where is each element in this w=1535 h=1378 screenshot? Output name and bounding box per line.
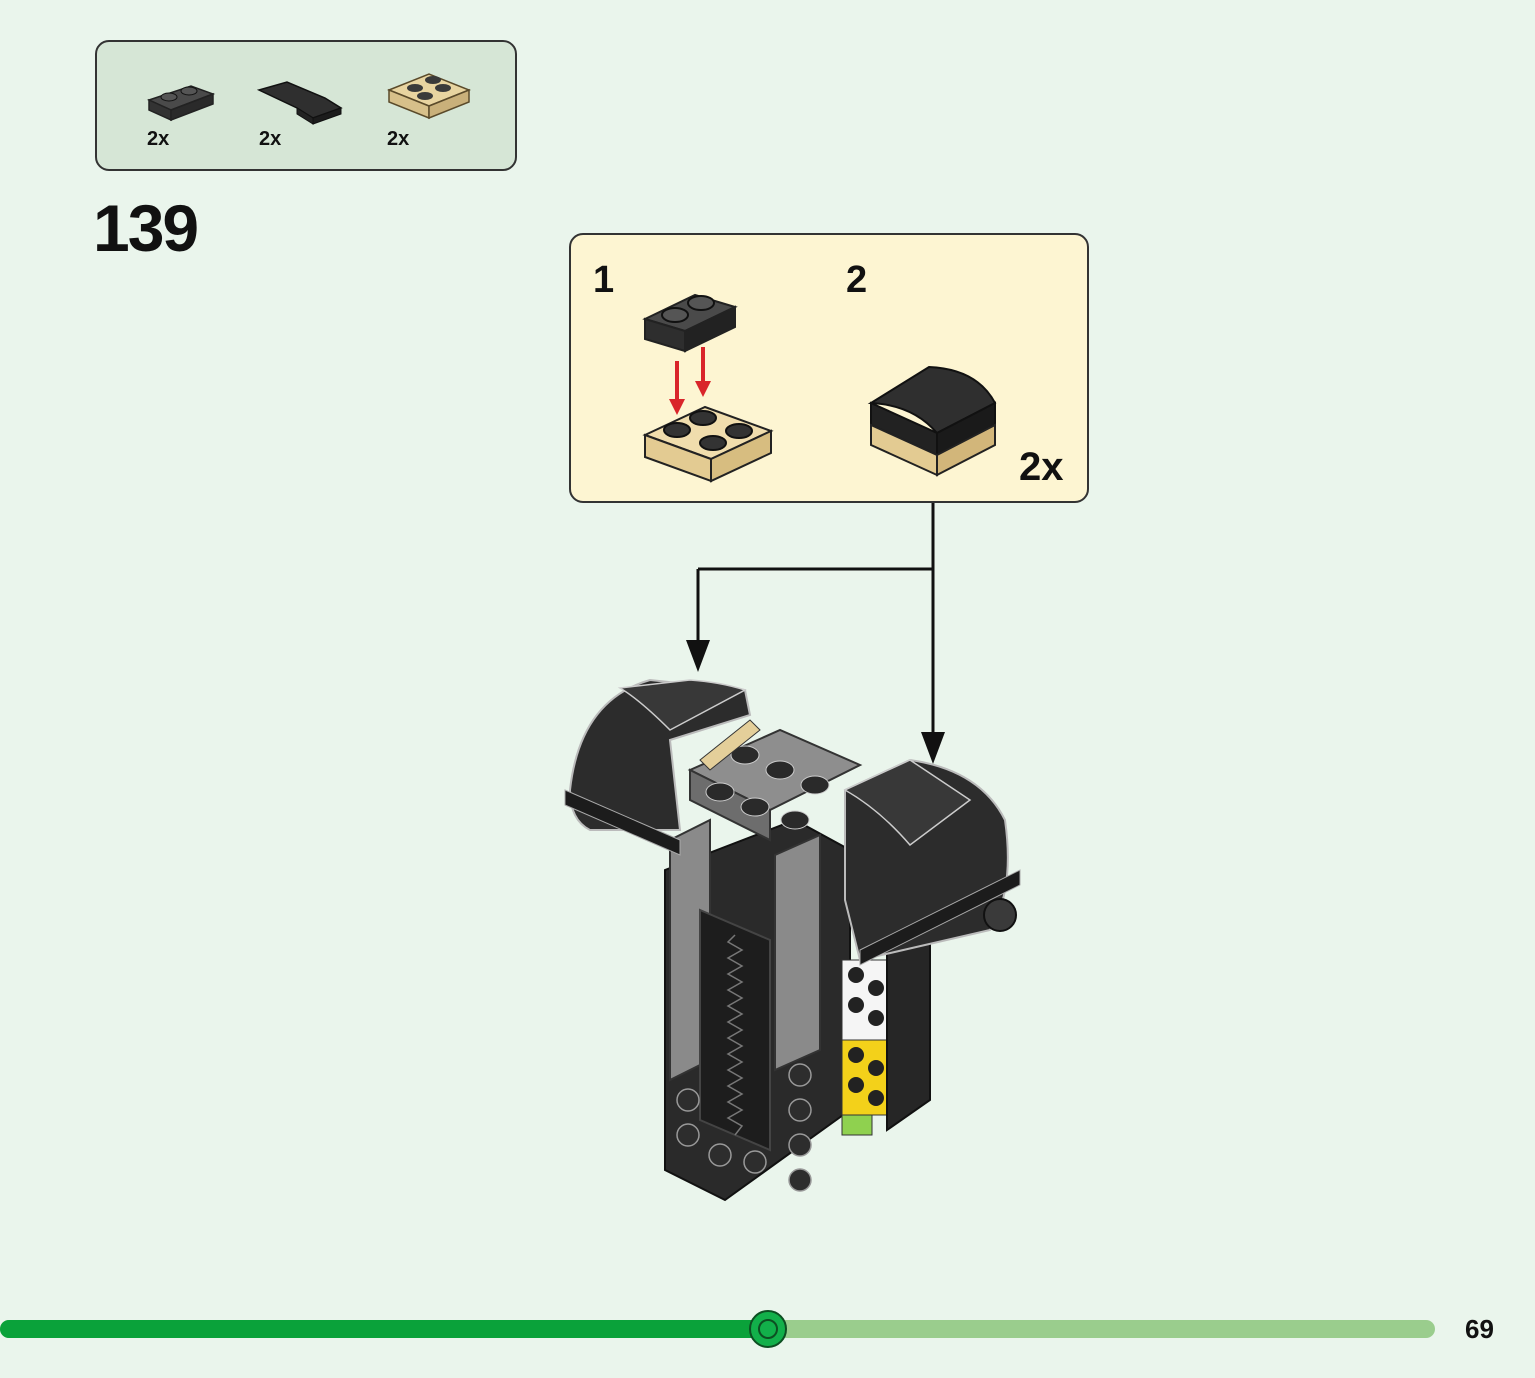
progress-bar [0,1310,1435,1348]
part-dark-gray-plate: 2x [145,78,225,150]
model-illustration [564,678,1021,1202]
page-number: 69 [1465,1314,1494,1344]
step-number: 139 [93,191,199,265]
tan-plate-icon [386,73,472,120]
callout-connector [686,503,945,764]
dark-gray-plate-icon [146,85,216,122]
sub-assembly-callout: 1 2 2x [569,233,1089,503]
part-tan-plate: 2x [385,64,475,150]
sub-step-1-illustration [642,293,774,483]
arrow-down-icon [686,640,710,672]
progress-indicator-icon [748,1310,787,1348]
part-quantity: 2x [147,128,170,150]
part-black-curved-slope: 2x [257,78,347,150]
arrow-down-icon [921,732,945,764]
black-curved-slope-icon [257,81,343,125]
sub-step-number: 1 [593,259,615,301]
part-quantity: 2x [387,128,410,150]
part-quantity: 2x [259,128,282,150]
sub-assembly-quantity: 2x [1019,445,1064,489]
sub-step-2-illustration [867,365,997,477]
parts-list-panel: 2x 2x 2x [95,40,517,171]
sub-step-number: 2 [846,259,868,301]
progress-fill [0,1320,768,1338]
